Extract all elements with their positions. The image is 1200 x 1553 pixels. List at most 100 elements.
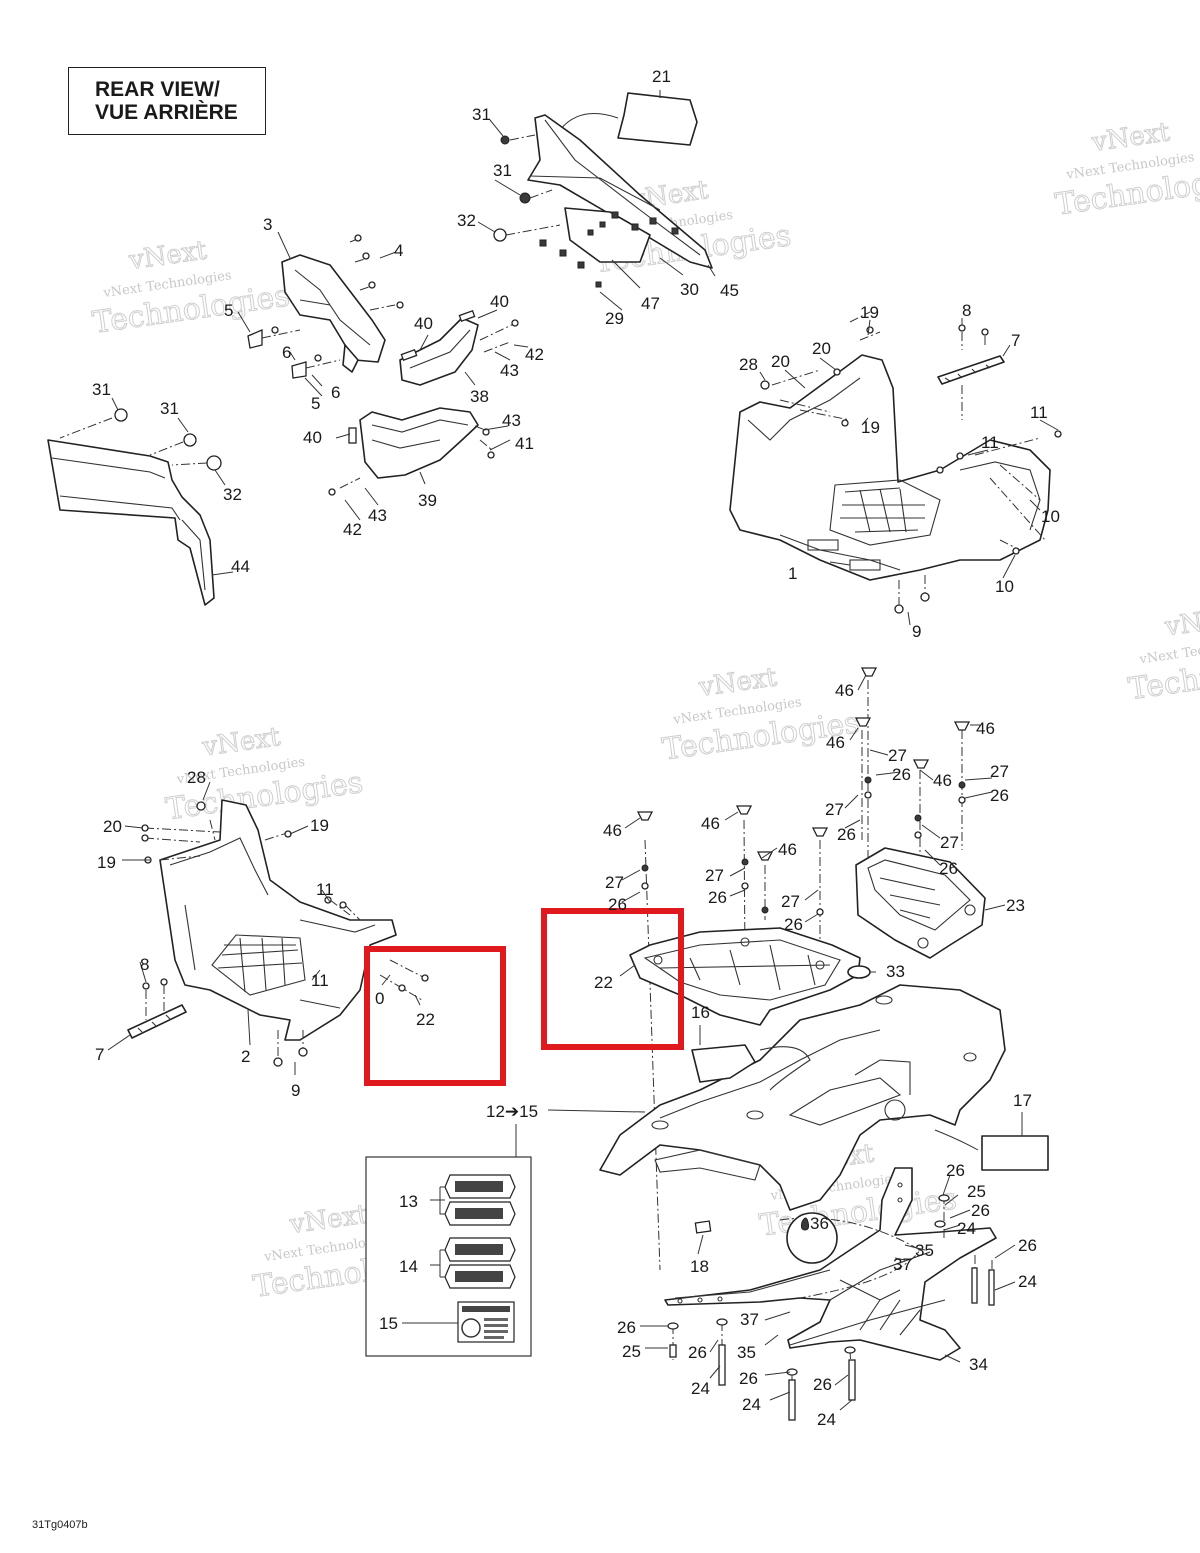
callout-26: 26 bbox=[608, 895, 627, 914]
part-7-footrest-left bbox=[127, 1004, 187, 1039]
callout-26: 26 bbox=[971, 1201, 990, 1220]
callout-42: 42 bbox=[343, 520, 362, 539]
callout-27: 27 bbox=[705, 866, 724, 885]
callout-23: 23 bbox=[1006, 896, 1025, 915]
view-title-line2: VUE ARRIÈRE bbox=[95, 101, 238, 124]
callout-17: 17 bbox=[1013, 1091, 1032, 1110]
callout-27: 27 bbox=[888, 746, 907, 765]
callout-27: 27 bbox=[940, 833, 959, 852]
part-label-21-decal bbox=[617, 92, 698, 146]
callout-22: 22 bbox=[416, 1010, 435, 1029]
watermark-text: vNext bbox=[126, 235, 209, 276]
callout-40: 40 bbox=[303, 428, 322, 447]
callout-40: 40 bbox=[414, 314, 433, 333]
callout-28: 28 bbox=[739, 355, 758, 374]
view-title-line1: REAR VIEW/ bbox=[95, 78, 220, 101]
callout-21: 21 bbox=[652, 67, 671, 86]
callout-0: 0 bbox=[375, 989, 384, 1008]
callout-46: 46 bbox=[603, 821, 622, 840]
callout-26: 26 bbox=[990, 786, 1009, 805]
watermark-text: vNext bbox=[1089, 117, 1172, 158]
part-23-rear-rack-small bbox=[855, 847, 986, 959]
callout-32: 32 bbox=[223, 485, 242, 504]
callout-44: 44 bbox=[231, 557, 250, 576]
part-44-side-panel bbox=[47, 439, 215, 606]
callout-42: 42 bbox=[525, 345, 544, 364]
callout-34: 34 bbox=[969, 1355, 988, 1374]
callout-19: 19 bbox=[860, 303, 879, 322]
leader-lines bbox=[107, 119, 1059, 1411]
part-39-guard bbox=[359, 407, 479, 479]
callout-25: 25 bbox=[967, 1182, 986, 1201]
callout-labels: 21 31 31 32 3 4 30 45 47 29 5 6 6 5 40 4… bbox=[92, 67, 1060, 1429]
callout-37: 37 bbox=[740, 1310, 759, 1329]
callout-31: 31 bbox=[92, 380, 111, 399]
callout-5: 5 bbox=[311, 394, 320, 413]
callout-10: 10 bbox=[1041, 507, 1060, 526]
callout-41: 41 bbox=[515, 434, 534, 453]
part-22-rear-rack bbox=[629, 927, 861, 1026]
part-7-footrest-top bbox=[937, 355, 1005, 385]
callout-26: 26 bbox=[946, 1161, 965, 1180]
callout-33: 33 bbox=[886, 962, 905, 981]
callout-35: 35 bbox=[737, 1343, 756, 1362]
callout-6: 6 bbox=[282, 343, 291, 362]
part-36-grease-callout bbox=[786, 1212, 838, 1264]
highlight-box-left-22 bbox=[364, 946, 506, 1086]
callout-31: 31 bbox=[493, 161, 512, 180]
callout-8: 8 bbox=[962, 301, 971, 320]
callout-32: 32 bbox=[457, 211, 476, 230]
callout-24: 24 bbox=[1018, 1272, 1037, 1291]
callout-26: 26 bbox=[708, 888, 727, 907]
callout-36: 36 bbox=[810, 1214, 829, 1233]
callout-46: 46 bbox=[933, 771, 952, 790]
callout-14: 14 bbox=[399, 1257, 418, 1276]
callout-9: 9 bbox=[912, 622, 921, 641]
callout-7: 7 bbox=[1011, 331, 1020, 350]
callout-46: 46 bbox=[701, 814, 720, 833]
callout-26: 26 bbox=[813, 1375, 832, 1394]
callout-26: 26 bbox=[892, 765, 911, 784]
drawing-code: 31Tg0407b bbox=[32, 1519, 88, 1531]
callout-11: 11 bbox=[316, 880, 334, 899]
callout-1: 1 bbox=[788, 564, 797, 583]
view-title-box: REAR VIEW/ VUE ARRIÈRE bbox=[68, 67, 266, 135]
part-12-15-rear-fender bbox=[599, 984, 1006, 1211]
callout-37: 37 bbox=[893, 1255, 912, 1274]
callout-40: 40 bbox=[490, 292, 509, 311]
watermark-text: vNext bbox=[200, 722, 283, 763]
part-2-body bbox=[159, 799, 397, 1041]
callout-30: 30 bbox=[680, 280, 699, 299]
callout-46: 46 bbox=[826, 733, 845, 752]
callout-26: 26 bbox=[1018, 1236, 1037, 1255]
part-33-plug bbox=[847, 965, 871, 979]
callout-26: 26 bbox=[784, 915, 803, 934]
part-group-body-left bbox=[127, 799, 429, 1067]
callout-13: 13 bbox=[399, 1192, 418, 1211]
callout-46: 46 bbox=[778, 840, 797, 859]
callout-43: 43 bbox=[368, 506, 387, 525]
callout-15: 15 bbox=[379, 1314, 398, 1333]
callout-6: 6 bbox=[331, 383, 340, 402]
callout-22: 22 bbox=[594, 973, 613, 992]
part-3-bracket bbox=[281, 254, 386, 363]
callout-16: 16 bbox=[691, 1003, 710, 1022]
callout-11: 11 bbox=[1030, 403, 1048, 422]
part-group-rear-fender-top bbox=[493, 90, 713, 288]
watermark-text: vNext bbox=[1162, 602, 1200, 643]
callout-12-15: 12➔15 bbox=[486, 1102, 538, 1121]
callout-43: 43 bbox=[502, 411, 521, 430]
callout-27: 27 bbox=[781, 892, 800, 911]
callout-20: 20 bbox=[103, 817, 122, 836]
part-group-side-panel bbox=[47, 408, 222, 606]
callout-29: 29 bbox=[605, 309, 624, 328]
callout-11: 11 bbox=[981, 433, 999, 452]
callout-11: 11 bbox=[311, 971, 329, 990]
callout-24: 24 bbox=[691, 1379, 710, 1398]
callout-26: 26 bbox=[739, 1369, 758, 1388]
callout-26: 26 bbox=[617, 1318, 636, 1337]
decal-kit-box bbox=[365, 1124, 532, 1357]
callout-19: 19 bbox=[97, 853, 116, 872]
callout-19: 19 bbox=[861, 418, 880, 437]
callout-19: 19 bbox=[310, 816, 329, 835]
